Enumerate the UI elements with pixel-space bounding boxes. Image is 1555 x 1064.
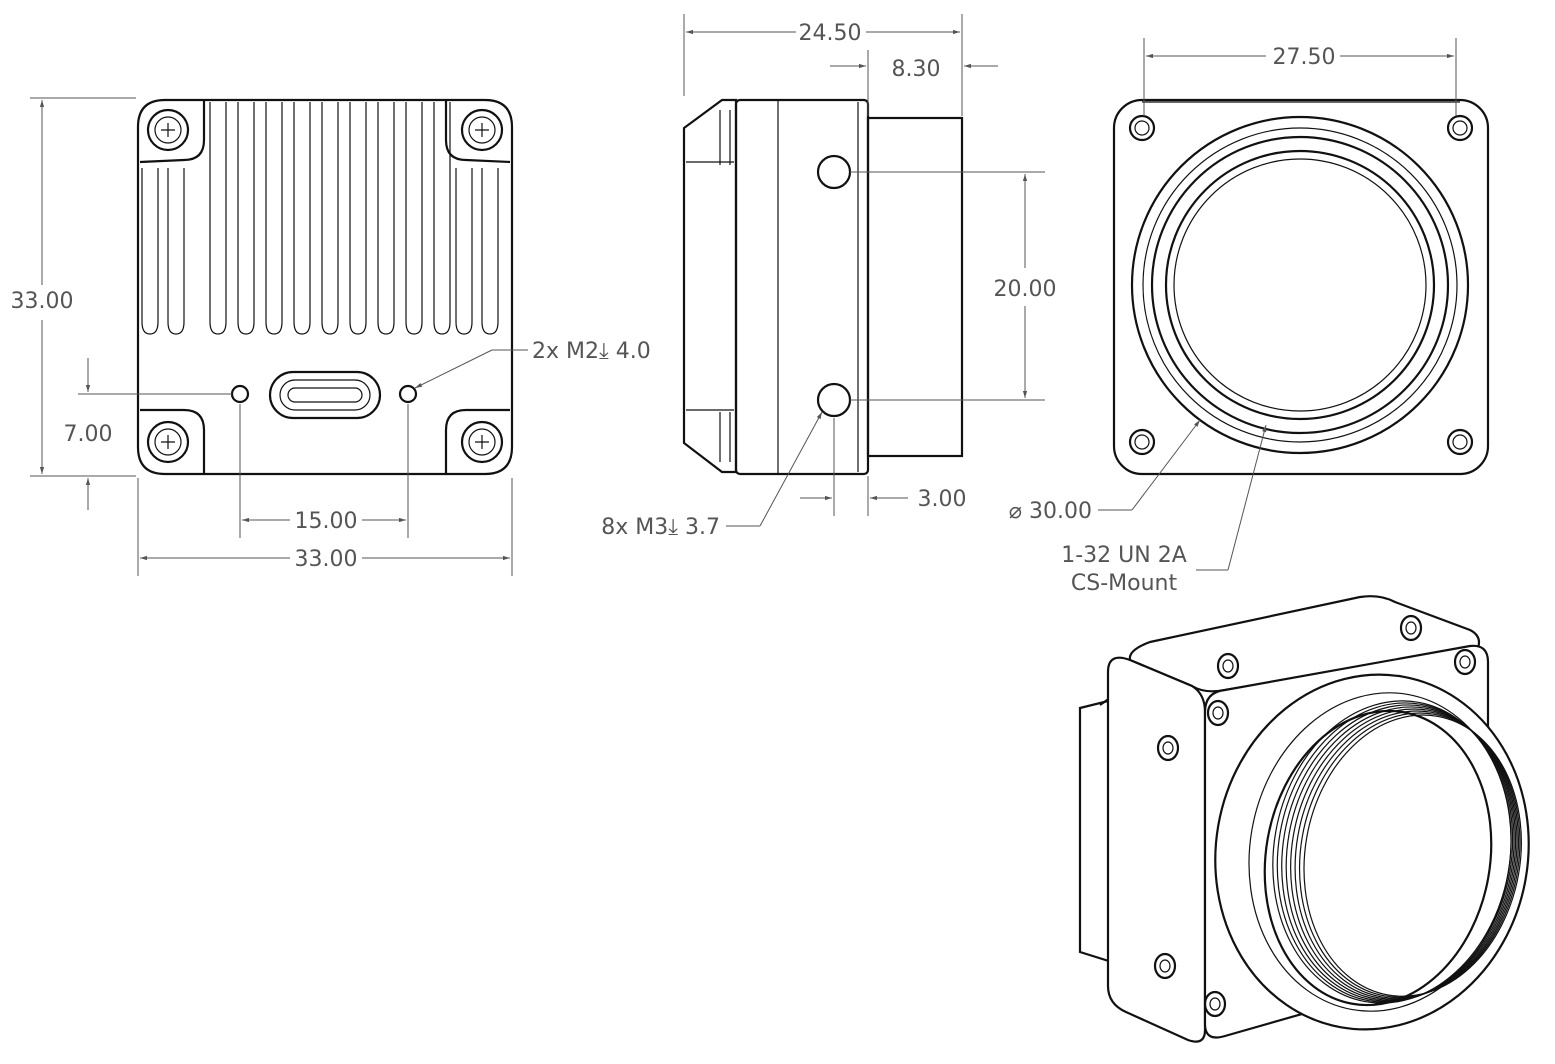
mount-hole [1446,428,1474,456]
fin [209,102,227,335]
front-corner-br [444,408,510,474]
rear-diameter-dim: ⌀ 30.00 [1009,499,1092,524]
front-hole-spacing-dim: 15.00 [295,509,358,534]
iso-holes [1153,614,1477,1018]
fin [321,102,339,335]
rear-width-dim: 27.50 [1273,45,1336,70]
rear-thread-spec: 1-32 UN 2A [1061,543,1187,568]
screw-icon [460,420,504,464]
iso-hole-inner [1212,706,1224,720]
iso-hole-inner [1222,659,1234,673]
fin [349,102,367,335]
side-hole-bottom [816,382,852,418]
mount-hole [1128,428,1156,456]
mount-hole-inner [1134,434,1150,450]
screw-head [468,116,496,144]
rear-view: 27.50 ⌀ 30.00 1-32 UN 2A CS-Mount [1009,38,1490,596]
mount-hole-inner [1452,120,1468,136]
rear-mount-type: CS-Mount [1071,571,1178,596]
fin [455,168,473,335]
screw-head [154,116,182,144]
screw-icon [146,420,190,464]
front-view: 33.00 7.00 15.00 33.00 2x M2⤓ 4.0 [11,97,651,576]
iso-hole [1399,614,1423,642]
side-hole-callout: 8x M3⤓ 3.7 [601,515,720,540]
rear-flange [1112,98,1490,476]
mount-hole [1446,114,1474,142]
side-mount [866,116,964,458]
mount-hole-inner [1134,120,1150,136]
iso-hole-inner [1405,621,1417,635]
screw-drive [475,123,489,137]
iso-hole-inner [1162,741,1174,755]
iso-hole [1216,652,1240,680]
side-hole-offset-dim: 3.00 [918,487,967,512]
screw-icon [146,108,190,152]
fin [237,102,255,335]
iso-hole [1203,990,1227,1018]
thread-line [1281,704,1515,1002]
thread-line [1276,702,1514,1003]
fin [377,102,395,335]
mount-hole [1128,114,1156,142]
screw-drive [475,435,489,449]
iso-threads [1272,700,1522,1004]
front-hole-callout: 2x M2⤓ 4.0 [532,339,651,364]
rear-mount-outer [1130,115,1470,455]
front-width-dim: 33.00 [295,547,358,572]
iso-left-face [1106,656,1207,1043]
screw-drive [161,435,175,449]
thread-line [1272,700,1512,1004]
screw-head [468,428,496,456]
iso-hole [1453,648,1477,676]
iso-hole-inner [1209,997,1221,1011]
thread-line [1303,714,1522,997]
screw-drive [161,123,175,137]
side-body [734,98,870,476]
rear-mount-inner [1164,149,1436,421]
thread-line [1298,712,1521,998]
mount-hole-inner [1452,434,1468,450]
iso-hole [1156,734,1180,762]
side-hole-spacing-dim: 20.00 [994,277,1057,302]
screw-head [154,428,182,456]
iso-hole-inner [1459,655,1471,669]
thread-line [1290,708,1518,1000]
rear-holes [1128,114,1474,456]
fin [405,102,423,335]
iso-hole-inner [1159,959,1171,973]
fin [433,102,451,335]
iso-hole [1153,952,1177,980]
fin [265,102,283,335]
screw-icon [460,108,504,152]
corner-screws [146,108,504,464]
side-depth-dim: 24.50 [799,21,862,46]
front-corner-tr [444,100,511,164]
thread-line [1285,706,1517,1001]
front-height-dim: 33.00 [11,289,74,314]
side-view: 24.50 8.30 20.00 3.00 8x M3⤓ 3.7 [601,14,1056,540]
side-mount-depth-dim: 8.30 [892,57,941,82]
iso-hole [1206,699,1230,727]
m2-hole-left [230,384,250,404]
front-offset-dim: 7.00 [64,422,113,447]
front-corner-bl [140,408,206,474]
fin [167,168,185,335]
heatsink-fins [141,102,499,335]
isometric-view [1078,595,1530,1043]
fin [293,102,311,335]
usb-c-port [268,370,382,420]
side-hole-top [816,154,852,190]
front-corner-tl [139,100,206,164]
fin [141,168,159,335]
thread-line [1294,710,1520,999]
fin [481,168,499,335]
rear-mount-thread [1150,135,1450,435]
front-body-outline [136,98,514,476]
side-connector [682,98,738,474]
m2-hole-right [398,384,418,404]
